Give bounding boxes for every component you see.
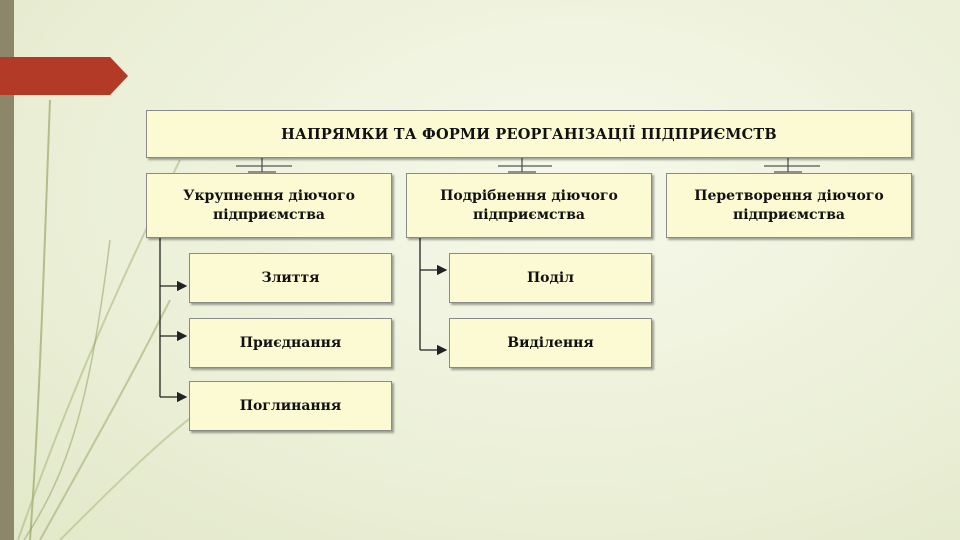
form-separation: Виділення bbox=[449, 318, 652, 368]
form-merger: Злиття bbox=[189, 253, 392, 303]
direction-transformation: Перетворення діючого підприємства bbox=[666, 173, 912, 238]
form-absorption: Поглинання bbox=[189, 381, 392, 431]
direction-consolidation: Укрупнення діючого підприємства bbox=[146, 173, 392, 238]
direction-fragmentation: Подрібнення діючого підприємства bbox=[406, 173, 652, 238]
diagram-title: НАПРЯМКИ ТА ФОРМИ РЕОРГАНІЗАЦІЇ ПІДПРИЄМ… bbox=[146, 110, 912, 158]
form-accession: Приєднання bbox=[189, 318, 392, 368]
form-division: Поділ bbox=[449, 253, 652, 303]
